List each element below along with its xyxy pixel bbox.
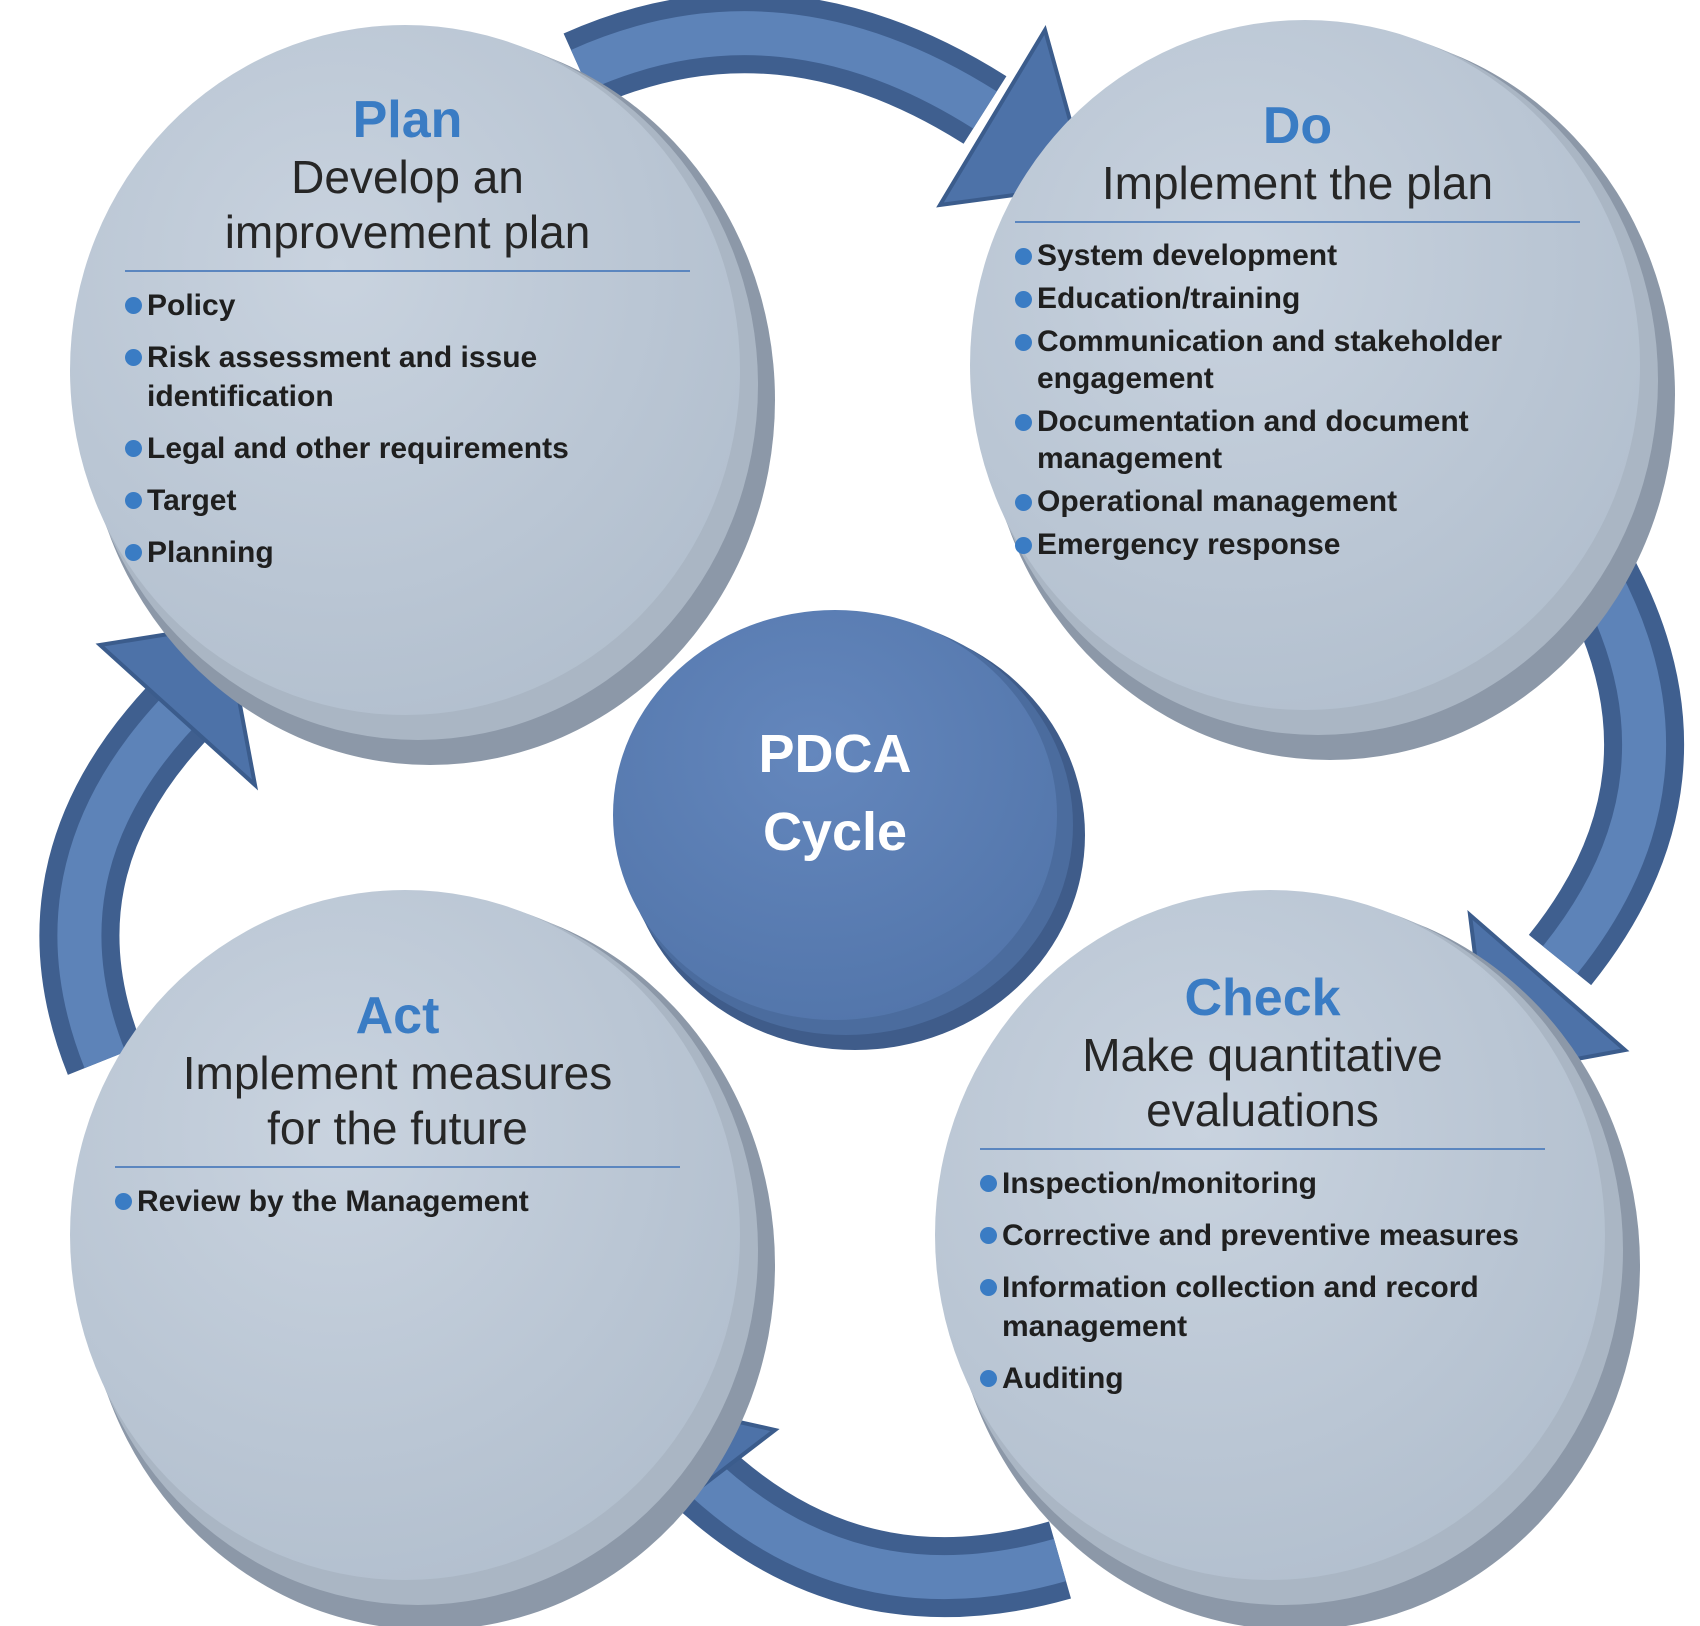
- bullet-icon: [125, 492, 142, 509]
- act-circle: [70, 890, 775, 1626]
- bullet-icon: [1015, 537, 1032, 554]
- list-item: Inspection/monitoring: [980, 1164, 1525, 1203]
- bullet-icon: [125, 349, 142, 366]
- act-list: Review by the Management: [115, 1182, 635, 1221]
- bullet-icon: [980, 1370, 997, 1387]
- act-subtitle-line2: for the future: [267, 1102, 528, 1154]
- bullet-icon: [125, 544, 142, 561]
- do-title: Do: [1262, 97, 1333, 155]
- bullet-icon: [980, 1279, 997, 1296]
- center-label-line2: Cycle: [762, 802, 908, 862]
- act-subtitle: Implement measures for the future: [115, 1046, 680, 1156]
- do-subtitle: Implement the plan: [1015, 156, 1580, 211]
- center-circle: [613, 610, 1085, 1050]
- act-divider: [115, 1166, 680, 1168]
- center-label-line1: PDCA: [758, 724, 912, 784]
- list-item: Education/training: [1015, 280, 1570, 317]
- check-list: Inspection/monitoring Corrective and pre…: [980, 1164, 1525, 1398]
- plan-list: Policy Risk assessment and issue identif…: [125, 286, 625, 572]
- check-subtitle: Make quantitative evaluations: [980, 1028, 1545, 1138]
- bullet-icon: [980, 1175, 997, 1192]
- bullet-icon: [980, 1227, 997, 1244]
- check-subtitle-line2: evaluations: [1146, 1084, 1379, 1136]
- check-divider: [980, 1148, 1545, 1150]
- do-circle: [970, 20, 1675, 760]
- list-item: Emergency response: [1015, 526, 1570, 563]
- bullet-icon: [1015, 334, 1032, 351]
- bullet-icon: [115, 1193, 132, 1210]
- list-item: Auditing: [980, 1359, 1525, 1398]
- list-item: System development: [1015, 237, 1570, 274]
- list-item: Planning: [125, 533, 625, 572]
- act-panel: Act Implement measures for the future Re…: [115, 988, 680, 1234]
- bullet-icon: [1015, 494, 1032, 511]
- plan-circle: [70, 25, 775, 765]
- act-subtitle-line1: Implement measures: [182, 1047, 613, 1099]
- bullet-icon: [125, 297, 142, 314]
- check-circle: [935, 890, 1640, 1626]
- bullet-icon: [1015, 291, 1032, 308]
- plan-subtitle-line1: Develop an: [291, 151, 524, 203]
- list-item: Policy: [125, 286, 625, 325]
- center-label: PDCA Cycle: [645, 715, 1025, 871]
- do-list: System development Education/training Co…: [1015, 237, 1570, 563]
- check-panel: Check Make quantitative evaluations Insp…: [980, 970, 1545, 1411]
- plan-title: Plan: [352, 91, 463, 149]
- do-divider: [1015, 221, 1580, 223]
- plan-subtitle: Develop an improvement plan: [125, 150, 690, 260]
- list-item: Review by the Management: [115, 1182, 635, 1221]
- plan-panel: Plan Develop an improvement plan Policy …: [125, 92, 690, 585]
- plan-subtitle-line2: improvement plan: [224, 206, 591, 258]
- list-item: Documentation and document management: [1015, 403, 1570, 477]
- plan-divider: [125, 270, 690, 272]
- list-item: Legal and other requirements: [125, 429, 625, 468]
- list-item: Communication and stakeholder engagement: [1015, 323, 1570, 397]
- check-subtitle-line1: Make quantitative: [1082, 1029, 1443, 1081]
- list-item: Risk assessment and issue identification: [125, 338, 625, 416]
- arrow-act-to-plan: [39, 622, 259, 1075]
- do-panel: Do Implement the plan System development…: [1015, 98, 1580, 569]
- bullet-icon: [1015, 414, 1032, 431]
- list-item: Operational management: [1015, 483, 1570, 520]
- bullet-icon: [125, 440, 142, 457]
- list-item: Target: [125, 481, 625, 520]
- do-subtitle-line1: Implement the plan: [1101, 157, 1494, 209]
- list-item: Information collection and record manage…: [980, 1268, 1525, 1346]
- list-item: Corrective and preventive measures: [980, 1216, 1525, 1255]
- act-title: Act: [355, 987, 440, 1045]
- bullet-icon: [1015, 248, 1032, 265]
- check-title: Check: [1184, 969, 1341, 1027]
